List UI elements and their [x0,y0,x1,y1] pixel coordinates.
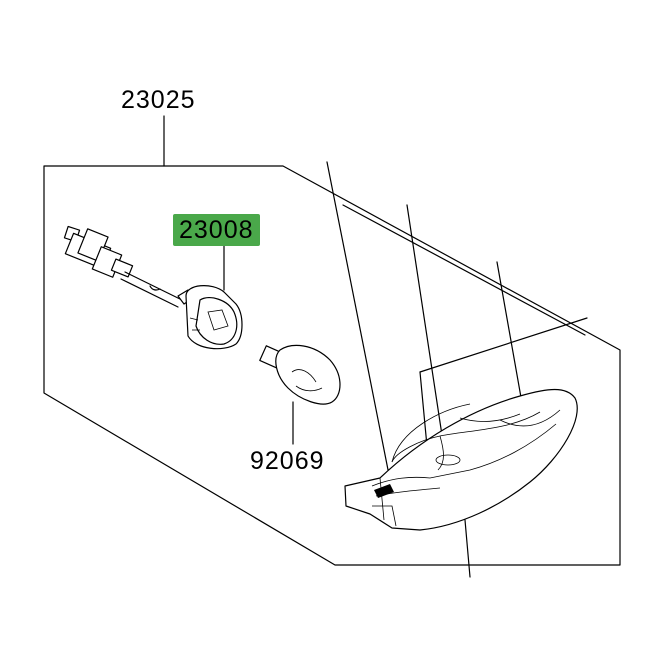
turn-signal-housing [344,388,578,531]
assembly-frame [43,165,621,566]
part-number-socket-highlighted: 23008 [173,214,260,246]
wire-connector [63,225,183,308]
projection-lines [326,161,588,578]
part-number-assembly: 23025 [121,86,196,114]
bulb-socket [177,285,243,350]
bulb [259,344,341,405]
part-number-bulb: 92069 [250,447,325,475]
